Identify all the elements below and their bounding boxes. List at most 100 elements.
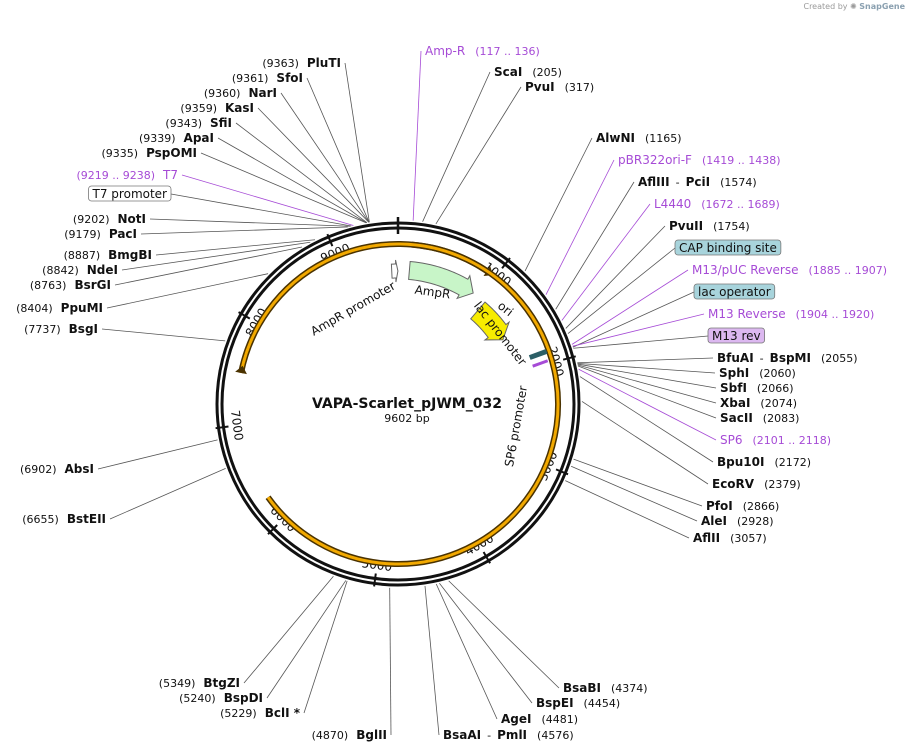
site-name: BclI * (265, 706, 301, 720)
site-position: (1574) (720, 176, 757, 189)
label-connector (101, 328, 226, 342)
site-name: BsaBI (563, 681, 601, 695)
site-name: AbsI (65, 462, 94, 476)
label-connector (545, 159, 615, 295)
site-position: (8887) (64, 249, 101, 262)
label-site: BsrGI(8763) (30, 278, 111, 292)
site-position: (4576) (537, 729, 574, 742)
label-connector (561, 203, 651, 321)
site-name: SbfI (720, 381, 747, 395)
site-name: NdeI (87, 263, 118, 277)
site-position: (4374) (611, 682, 648, 695)
site-position: (2066) (757, 382, 794, 395)
site-separator: - (760, 352, 764, 365)
label-site: BclI *(5229) (220, 706, 301, 720)
feature-box-label: CAP binding site (679, 241, 777, 255)
site-name: SfiI (210, 116, 232, 130)
primer-name: SP6 (720, 433, 743, 447)
feature-box-label: lac operator (698, 285, 771, 299)
ampr-promoter-arrow (390, 259, 399, 283)
label-connector (577, 357, 714, 364)
label-site: BglII (4870) (312, 728, 387, 742)
site-position: (2379) (764, 478, 801, 491)
feature-box (88, 185, 172, 202)
label-primer: M13/pUC Reverse(1885 .. 1907) (692, 263, 887, 277)
label-connector (303, 580, 348, 714)
site-separator: - (487, 729, 491, 742)
label-primer: L4440(1672 .. 1689) (654, 197, 780, 211)
label-connector (181, 174, 354, 226)
label-site: SfiI(9343) (165, 116, 232, 130)
site-position: (5240) (179, 692, 216, 705)
site-position: (3057) (730, 532, 767, 545)
site-position: (6655) (22, 513, 59, 526)
site-name: BtgZI (203, 676, 240, 690)
site-position: (9359) (180, 102, 217, 115)
tick-mark (555, 468, 569, 476)
site-name: ScaI (494, 65, 522, 79)
site-name: BsrGI (74, 278, 111, 292)
tick-mark (238, 311, 251, 320)
site-name: AleI (701, 514, 727, 528)
site-position: (2866) (743, 500, 780, 513)
label-connector (439, 583, 533, 704)
label-connector (266, 580, 347, 699)
label-connector (572, 313, 705, 347)
label-connector (579, 376, 714, 463)
primer-name: M13/pUC Reverse (692, 263, 799, 277)
label-connector (200, 152, 367, 224)
site-position: (6902) (20, 463, 57, 476)
site-name: BfuAI (717, 351, 754, 365)
site-name: NarI (248, 86, 277, 100)
label-box: T7 promoter (88, 185, 172, 202)
label-site: PfoI(2866) (706, 499, 779, 513)
label-connector (555, 181, 635, 310)
site-name: BglII (356, 728, 387, 742)
label-site: BsaBI (4374) (563, 681, 648, 695)
site-name: SacII (720, 411, 753, 425)
site-position: (205) (532, 66, 562, 79)
label-site: BmgBI(8887) (64, 248, 152, 262)
site-position: (2172) (774, 456, 811, 469)
label-connector (140, 226, 348, 235)
label-site: ApaI(9339) (139, 131, 214, 145)
site-name: ApaI (184, 131, 214, 145)
label-connector (565, 480, 690, 539)
feature-box (674, 239, 782, 256)
site-name-alt: BspMI (770, 351, 811, 365)
label-site: NotI(9202) (73, 212, 146, 226)
label-site: BspEI(4454) (536, 696, 620, 710)
site-name: Bpu10I (717, 455, 764, 469)
site-position: (317) (565, 81, 595, 94)
tick-mark (482, 551, 491, 564)
primer-name: M13 Reverse (708, 307, 786, 321)
tick-mark (373, 573, 377, 587)
label-site: BspDI(5240) (179, 691, 263, 705)
label-site: AlwNI(1165) (596, 131, 682, 145)
credit-brand: SnapGene (859, 2, 905, 11)
label-site: XbaI(2074) (720, 396, 797, 410)
label-primer: T7(9219 .. 9238) (76, 168, 178, 182)
label-primer: Amp-R(117 .. 136) (425, 44, 540, 58)
label-connector (565, 225, 666, 329)
feature-orange-left-fill (239, 242, 560, 566)
site-name: BsaAI (443, 728, 481, 742)
feature-box (707, 327, 765, 344)
label-connector (572, 291, 695, 348)
primer-position: (1419 .. 1438) (702, 154, 781, 167)
feature-box-label: M13 rev (712, 329, 761, 343)
site-name-alt: PciI (686, 175, 711, 189)
site-position: (9361) (232, 72, 269, 85)
label-site: PvuI(317) (525, 80, 594, 94)
site-labels: PluTI(9363)SfoI(9361)NarI(9360)KasI(9359… (16, 44, 887, 742)
site-position: (4870) (312, 729, 349, 742)
label-site: BstEII(6655) (22, 512, 106, 526)
label-connector (344, 62, 370, 223)
snapgene-logo-icon: ✺ (850, 2, 857, 11)
site-position: (1165) (645, 132, 682, 145)
label-connector (581, 401, 709, 485)
site-position: (9179) (64, 228, 101, 241)
label-site: SbfI (2066) (720, 381, 794, 395)
label-primer: pBR322ori-F(1419 .. 1438) (618, 153, 781, 167)
label-connector (257, 107, 370, 223)
